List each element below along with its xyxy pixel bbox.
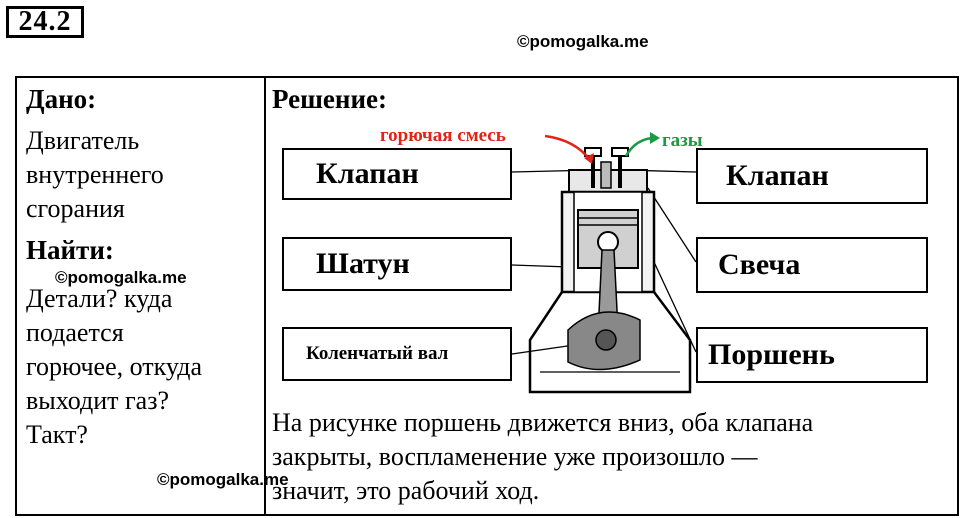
cylinder-head-icon [568,147,648,193]
label-spark-plug: Свеча [696,237,928,293]
given-line-2: внутреннего [26,160,164,189]
label-valve-left: Клапан [282,148,512,200]
watermark-left: ©pomogalka.me [55,268,187,287]
solution-text: На рисунке поршень движется вниз, оба кл… [272,406,952,508]
given-heading: Дано: [26,84,97,114]
table-divider [264,76,266,516]
find-line-5: Такт? [26,420,88,449]
inlet-arrow-icon [544,134,594,164]
given-line-3: сгорания [26,194,125,223]
solution-line-1: На рисунке поршень движется вниз, оба кл… [272,408,814,437]
line-spark-plug [647,187,697,263]
find-line-4: выходит газ? [26,386,170,415]
find-heading: Найти: [26,235,114,265]
solution-table [15,76,959,516]
crankcase-icon [528,291,692,394]
solution-line-3: значит, это рабочий ход. [272,476,540,505]
outlet-label: газы [662,130,703,151]
watermark-top: ©pomogalka.me [517,32,649,51]
label-crankshaft: Коленчатый вал [282,327,512,381]
outlet-arrow-icon [624,132,660,157]
label-valve-right: Клапан [696,148,928,204]
solution-heading: Решение: [272,84,387,114]
piston-icon [577,209,639,269]
find-line-2: подается [26,318,124,347]
crankshaft-icon [567,311,641,371]
label-rod: Шатун [282,237,512,291]
given-line-1: Двигатель [26,126,140,155]
find-line-3: горючее, откуда [26,352,203,381]
label-piston: Поршень [696,327,928,383]
solution-line-2: закрыты, воспламенение уже произошло — [272,442,758,471]
watermark-bottom: ©pomogalka.me [157,470,289,489]
inlet-label: горючая смесь [380,125,506,146]
task-number: 24.2 [6,6,84,38]
find-line-1: Детали? куда [26,284,173,313]
